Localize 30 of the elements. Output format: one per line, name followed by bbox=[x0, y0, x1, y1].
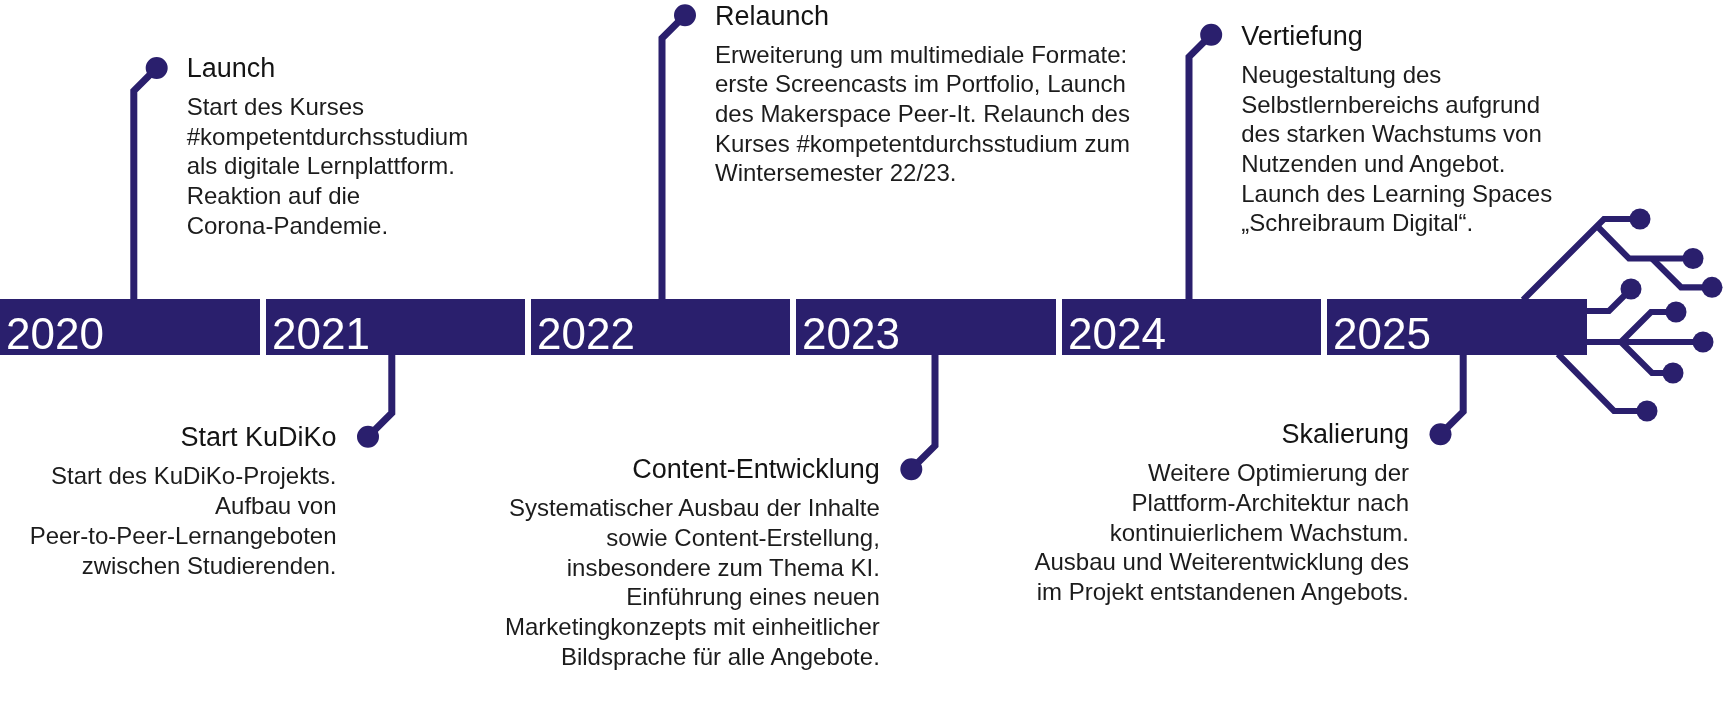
year-label: 2024 bbox=[1068, 312, 1166, 355]
connector-line bbox=[130, 57, 168, 299]
year-label: 2025 bbox=[1333, 312, 1431, 355]
event-title: Start KuDiKo bbox=[180, 422, 337, 453]
event-description: Start des KuDiKo-Projekts. Aufbau von Peer-to-Peer-Lernangeboten zwischen Studierenden. bbox=[28, 461, 337, 581]
connector-line bbox=[658, 4, 696, 299]
connector-line bbox=[1185, 23, 1223, 299]
event-description: Weitere Optimierung der Plattform-Architektur nach kontinuierlichem Wachstum. Ausbau und Weiterentwicklung des im Projekt entstandenen Angebots. bbox=[1033, 458, 1409, 607]
connector-line bbox=[900, 355, 939, 481]
year-label: 2023 bbox=[802, 312, 900, 355]
event-title: Skalierung bbox=[1281, 419, 1409, 450]
event-title: Content-Entwicklung bbox=[632, 454, 880, 485]
event-description: Neugestaltung des Selbstlernbereichs aufgrund des starken Wachstums von Nutzenden und Angebot. Launch des Learning Spaces „Schreibraum Digital“. bbox=[1241, 59, 1554, 238]
event-title: Relaunch bbox=[715, 0, 830, 31]
timeline-bar-segment bbox=[796, 299, 1056, 355]
event-description: Systematischer Ausbau der Inhalte sowie Content-Erstellung, insbesondere zum Thema KI. Einführung eines neuen Marketingkonzepts mit einheitlicher Bildsprache für alle Angebote. bbox=[503, 493, 880, 672]
timeline-bar-segment bbox=[0, 299, 260, 355]
event-title: Vertiefung bbox=[1241, 20, 1363, 51]
year-label: 2020 bbox=[6, 312, 104, 355]
timeline-bar-segment bbox=[1327, 299, 1587, 355]
year-label: 2022 bbox=[537, 312, 635, 355]
connector-line bbox=[1429, 355, 1467, 446]
timeline-bar-segment bbox=[266, 299, 525, 355]
connector-line bbox=[357, 355, 396, 448]
timeline-bar-segment bbox=[531, 299, 790, 355]
event-title: Launch bbox=[186, 52, 276, 83]
event-description: Erweiterung um multimediale Formate: erste Screencasts im Portfolio, Launch des Makerspace Peer-It. Relaunch des Kurses #kompetentdurchsstudium zum Wintersemester 22/23. bbox=[715, 39, 1131, 189]
year-label: 2021 bbox=[272, 312, 370, 355]
event-description: Start des Kurses #kompetentdurchsstudium als digitale Lernplattform. Reaktion auf die Corona-Pandemie. bbox=[186, 91, 470, 241]
timeline-bar-segment bbox=[1062, 299, 1321, 355]
